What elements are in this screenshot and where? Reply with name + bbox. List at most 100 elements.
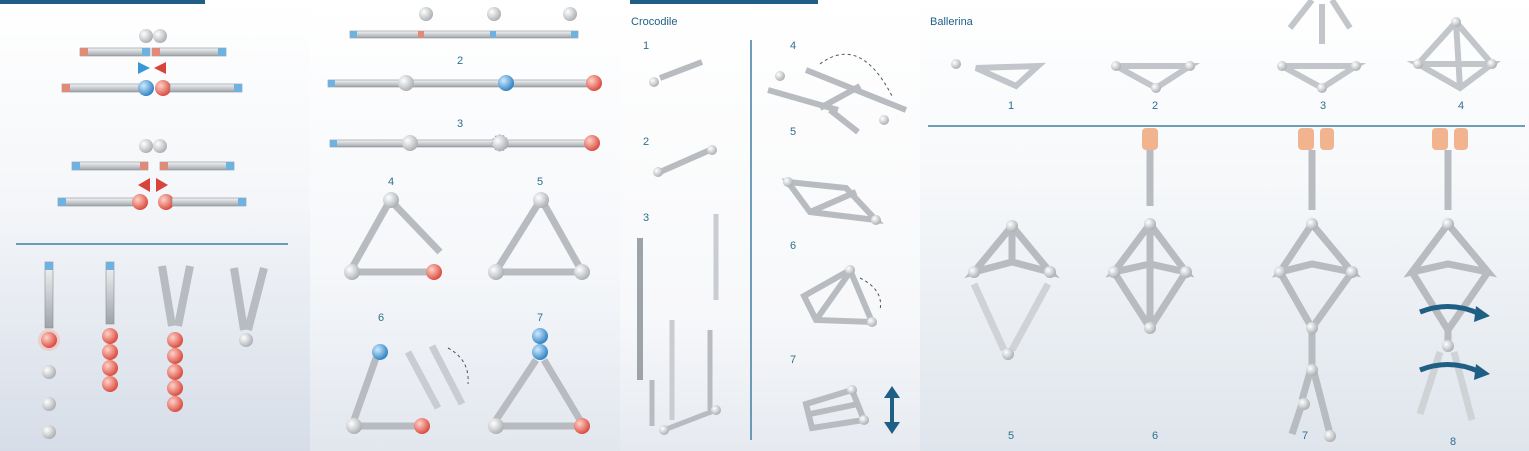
magnet-rod-frame	[1114, 63, 1201, 92]
magnet-rod	[151, 47, 227, 57]
steel-ball	[1351, 61, 1361, 71]
magnet-ball-blue	[138, 80, 154, 96]
steel-ball	[153, 139, 167, 153]
magnet-rod	[1298, 371, 1314, 401]
step-number: 1	[643, 40, 650, 52]
steel-ball	[1298, 398, 1310, 410]
steel-ball	[153, 29, 167, 43]
steel-ball	[398, 75, 414, 91]
steel-ball	[1108, 266, 1120, 278]
repel-arrow-icon	[138, 178, 150, 192]
magnet-rod	[1310, 371, 1334, 435]
steel-ball	[1180, 266, 1192, 278]
steel-ball	[1442, 340, 1454, 352]
steel-ball	[563, 7, 577, 21]
magnet-rod	[818, 83, 862, 111]
up-down-arrow-icon	[884, 386, 900, 434]
rod-end-blue	[490, 31, 496, 38]
steel-ball	[42, 365, 56, 379]
rod-end-blue	[571, 31, 578, 38]
magnet-rod-frame	[974, 62, 1047, 90]
steel-ball	[845, 265, 855, 275]
magnet-rod	[350, 356, 380, 422]
magnet-ball-red	[414, 418, 430, 434]
magnet-ball-red	[574, 418, 590, 434]
step-number: 5	[1008, 430, 1015, 442]
magnet-rod	[79, 47, 151, 57]
magnet-rod	[828, 107, 860, 135]
step-number: 7	[537, 312, 544, 324]
steel-ball	[711, 405, 721, 415]
step-number: 6	[378, 312, 385, 324]
rod-end-blue	[106, 262, 114, 270]
rod-end-red	[418, 31, 424, 38]
steel-ball	[659, 425, 669, 435]
step-number: 3	[1320, 100, 1327, 112]
step-number: 7	[790, 354, 797, 366]
magnet-ball-blue	[498, 75, 514, 91]
magnet-rod	[244, 267, 268, 331]
magnet-rod	[1453, 21, 1463, 89]
magnet-basics-diagram	[16, 29, 288, 439]
magnet-rod	[663, 407, 717, 433]
steel-ball	[419, 7, 433, 21]
spin-arrow-icon	[1419, 362, 1490, 380]
magnet-rod	[404, 350, 442, 410]
rotate-arrow	[859, 277, 882, 311]
magnet-rod	[1416, 350, 1444, 416]
magnet-rod-chain	[349, 30, 579, 39]
step-number: 4	[790, 40, 797, 52]
hand-icon	[1432, 128, 1448, 150]
steel-ball	[1487, 59, 1497, 69]
rod-end-red	[160, 162, 168, 170]
magnet-ball-red	[167, 396, 183, 412]
step-number: 3	[457, 118, 464, 130]
magnet-rod	[171, 197, 247, 207]
steel-ball	[488, 418, 504, 434]
magnet-rod-frame	[1403, 218, 1498, 278]
hand-icon	[1320, 128, 1334, 150]
magnet-rod-frame	[800, 265, 877, 326]
magnet-rod	[540, 202, 584, 270]
magnet-rod	[1453, 20, 1495, 66]
magnet-ball-blue	[372, 344, 388, 360]
crocodile-diagram	[637, 40, 908, 440]
rod-end-blue	[234, 84, 242, 92]
rotate-arrow	[819, 53, 893, 97]
rod-end-red	[152, 48, 160, 56]
steel-ball	[871, 215, 881, 225]
magnet-rod	[809, 401, 859, 417]
magnet-rod	[391, 201, 443, 255]
hand-icon	[1454, 128, 1468, 150]
steel-ball	[383, 192, 399, 208]
crocodile-panel: Crocodile 1 2 3 4 5 6 7	[620, 0, 920, 451]
magnet-rod	[495, 202, 541, 270]
steel-ball	[1144, 322, 1156, 334]
steel-ball	[859, 415, 869, 425]
magnet-rod	[169, 83, 243, 93]
magnet-rod	[1409, 270, 1451, 332]
panel-header-bar	[630, 0, 818, 4]
steel-ball	[1111, 61, 1121, 71]
magnet-rod	[159, 161, 235, 171]
steel-ball	[1044, 266, 1056, 278]
steel-ball	[653, 167, 663, 177]
magnet-rod	[174, 265, 194, 327]
magnet-ball-red	[158, 194, 174, 210]
magnet-rod	[61, 83, 147, 93]
magnet-rod	[348, 202, 392, 270]
panel-header-bar	[0, 0, 205, 4]
magnet-rod	[970, 282, 1008, 352]
magnet-ball-red	[167, 332, 183, 348]
magnet-ball-red	[102, 328, 118, 344]
magnet-ball-red	[167, 364, 183, 380]
rod-end-red	[140, 162, 148, 170]
rod-end-blue	[218, 48, 226, 56]
magnet-rod-frame	[1272, 218, 1362, 278]
steel-ball	[867, 317, 877, 327]
hand-icon	[1142, 128, 1158, 150]
steel-ball	[1306, 218, 1318, 230]
ballerina-diagram	[928, 0, 1525, 442]
steel-ball	[1274, 266, 1286, 278]
magnet-ball-red	[102, 344, 118, 360]
